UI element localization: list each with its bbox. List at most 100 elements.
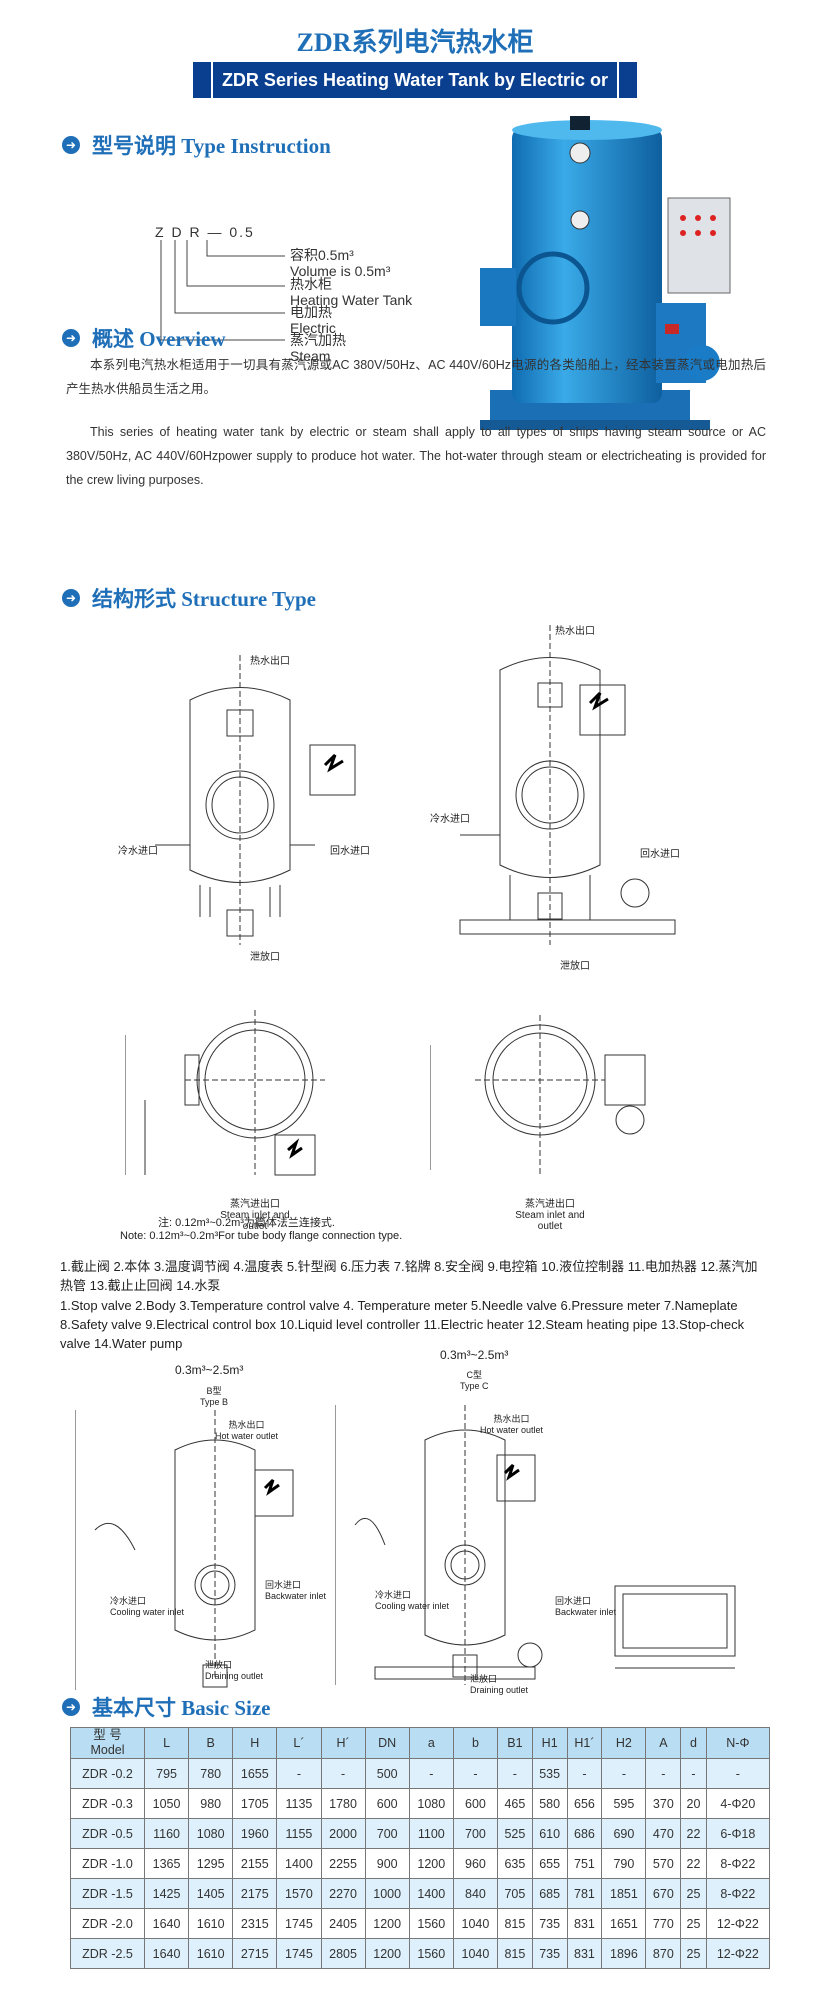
header-cell: d: [680, 1727, 707, 1759]
table-cell: 840: [452, 1878, 499, 1909]
table-cell: 980: [188, 1788, 234, 1819]
table-cell: 1610: [188, 1908, 234, 1939]
label-back-inlet-1: 回水进口: [330, 846, 370, 857]
parts-list-zh: 1.截止阀 2.本体 3.温度调节阀 4.温度表 5.针型阀 6.压力表 7.铭…: [60, 1259, 758, 1293]
table-cell: 1780: [320, 1788, 366, 1819]
table-cell: 795: [143, 1758, 190, 1789]
table-cell: 686: [566, 1818, 603, 1849]
table-cell: 25: [680, 1908, 707, 1939]
table-cell: 1200: [408, 1848, 454, 1879]
header-cell: H: [232, 1727, 278, 1759]
drawing-type-c: [335, 1405, 543, 1685]
drawing-front-electric: [155, 655, 356, 945]
table-cell: 735: [531, 1938, 568, 1969]
table-cell: 790: [601, 1848, 647, 1879]
header-cell: a: [408, 1727, 454, 1759]
table-cell: 1405: [188, 1878, 234, 1909]
header-cell: H´: [320, 1727, 366, 1759]
table-cell: 815: [497, 1908, 533, 1939]
model-code-leader-lines: [160, 240, 285, 341]
model-cell: ZDR -0.2: [70, 1758, 145, 1789]
table-cell: 1100: [408, 1818, 454, 1849]
table-cell: -: [276, 1758, 322, 1789]
header-cell: DN: [364, 1727, 410, 1759]
model-cell: ZDR -1.5: [70, 1878, 145, 1909]
table-cell: 656: [566, 1788, 603, 1819]
overview-text-zh: 本系列电汽热水柜适用于一切具有蒸汽源或AC 380V/50Hz、AC 440V/…: [66, 358, 766, 396]
table-cell: -: [705, 1758, 771, 1789]
table-cell: 500: [364, 1758, 410, 1789]
table-cell: 570: [645, 1848, 682, 1879]
table-cell: 1295: [188, 1848, 234, 1879]
table-cell: 8-Φ22: [705, 1878, 771, 1909]
table-cell: 815: [497, 1938, 533, 1969]
table-cell: 2255: [320, 1848, 366, 1879]
drawing-type-b: [75, 1410, 294, 1690]
page-subtitle-banner: ZDR Series Heating Water Tank by Electri…: [193, 62, 637, 126]
table-cell: 1745: [276, 1908, 322, 1939]
drawing-plan-steam: [430, 1015, 646, 1175]
range-type-b: 0.3m³~2.5m³: [175, 1363, 244, 1377]
table-cell: 781: [566, 1878, 603, 1909]
drawing-base-frame: [614, 1585, 736, 1669]
table-cell: 1560: [408, 1908, 454, 1939]
table-cell: 610: [531, 1818, 568, 1849]
model-code: Z D R — 0.5: [155, 224, 255, 240]
section-overview: ➜ 概述 Overview: [62, 323, 226, 353]
table-cell: 700: [452, 1818, 499, 1849]
drawing-front-steam: [459, 625, 676, 945]
table-cell: 1000: [364, 1878, 410, 1909]
table-cell: -: [601, 1758, 647, 1789]
table-cell: 465: [497, 1788, 533, 1819]
table-cell: 2000: [320, 1818, 366, 1849]
table-cell: 735: [531, 1908, 568, 1939]
table-cell: 1040: [452, 1908, 499, 1939]
table-cell: 1610: [188, 1938, 234, 1969]
section-title: 概述 Overview: [92, 327, 226, 351]
note-en: Note: 0.12m³~0.2m³For tube body flange c…: [120, 1230, 403, 1242]
table-cell: 470: [645, 1818, 682, 1849]
label-hot-outlet-2: 热水出口: [555, 626, 595, 637]
table-cell: 870: [645, 1938, 682, 1969]
table-cell: 690: [601, 1818, 647, 1849]
page-title: ZDR系列电汽热水柜: [296, 28, 534, 57]
table-cell: 1851: [601, 1878, 647, 1909]
section-title: 基本尺寸 Basic Size: [92, 1696, 271, 1720]
table-cell: -: [452, 1758, 499, 1789]
table-cell: 370: [645, 1788, 682, 1819]
header-cell: L: [143, 1727, 190, 1759]
header-cell: B1: [497, 1727, 533, 1759]
table-cell: 1425: [143, 1878, 190, 1909]
table-cell: 1160: [143, 1818, 190, 1849]
table-cell: 1040: [452, 1938, 499, 1969]
label-hot-outlet-1: 热水出口: [250, 656, 290, 667]
model-cell: ZDR -0.5: [70, 1818, 145, 1849]
table-cell: 1655: [232, 1758, 278, 1789]
header-cell: A: [645, 1727, 682, 1759]
table-cell: 22: [680, 1848, 707, 1879]
model-cell: ZDR -2.0: [70, 1908, 145, 1939]
table-cell: 670: [645, 1878, 682, 1909]
drawing-plan-electric: [125, 1010, 325, 1176]
table-cell: 1896: [601, 1938, 647, 1969]
table-cell: -: [566, 1758, 603, 1789]
table-cell: 1200: [364, 1908, 410, 1939]
table-cell: 1570: [276, 1878, 322, 1909]
table-cell: 635: [497, 1848, 533, 1879]
table-cell: 12-Φ22: [705, 1938, 771, 1969]
